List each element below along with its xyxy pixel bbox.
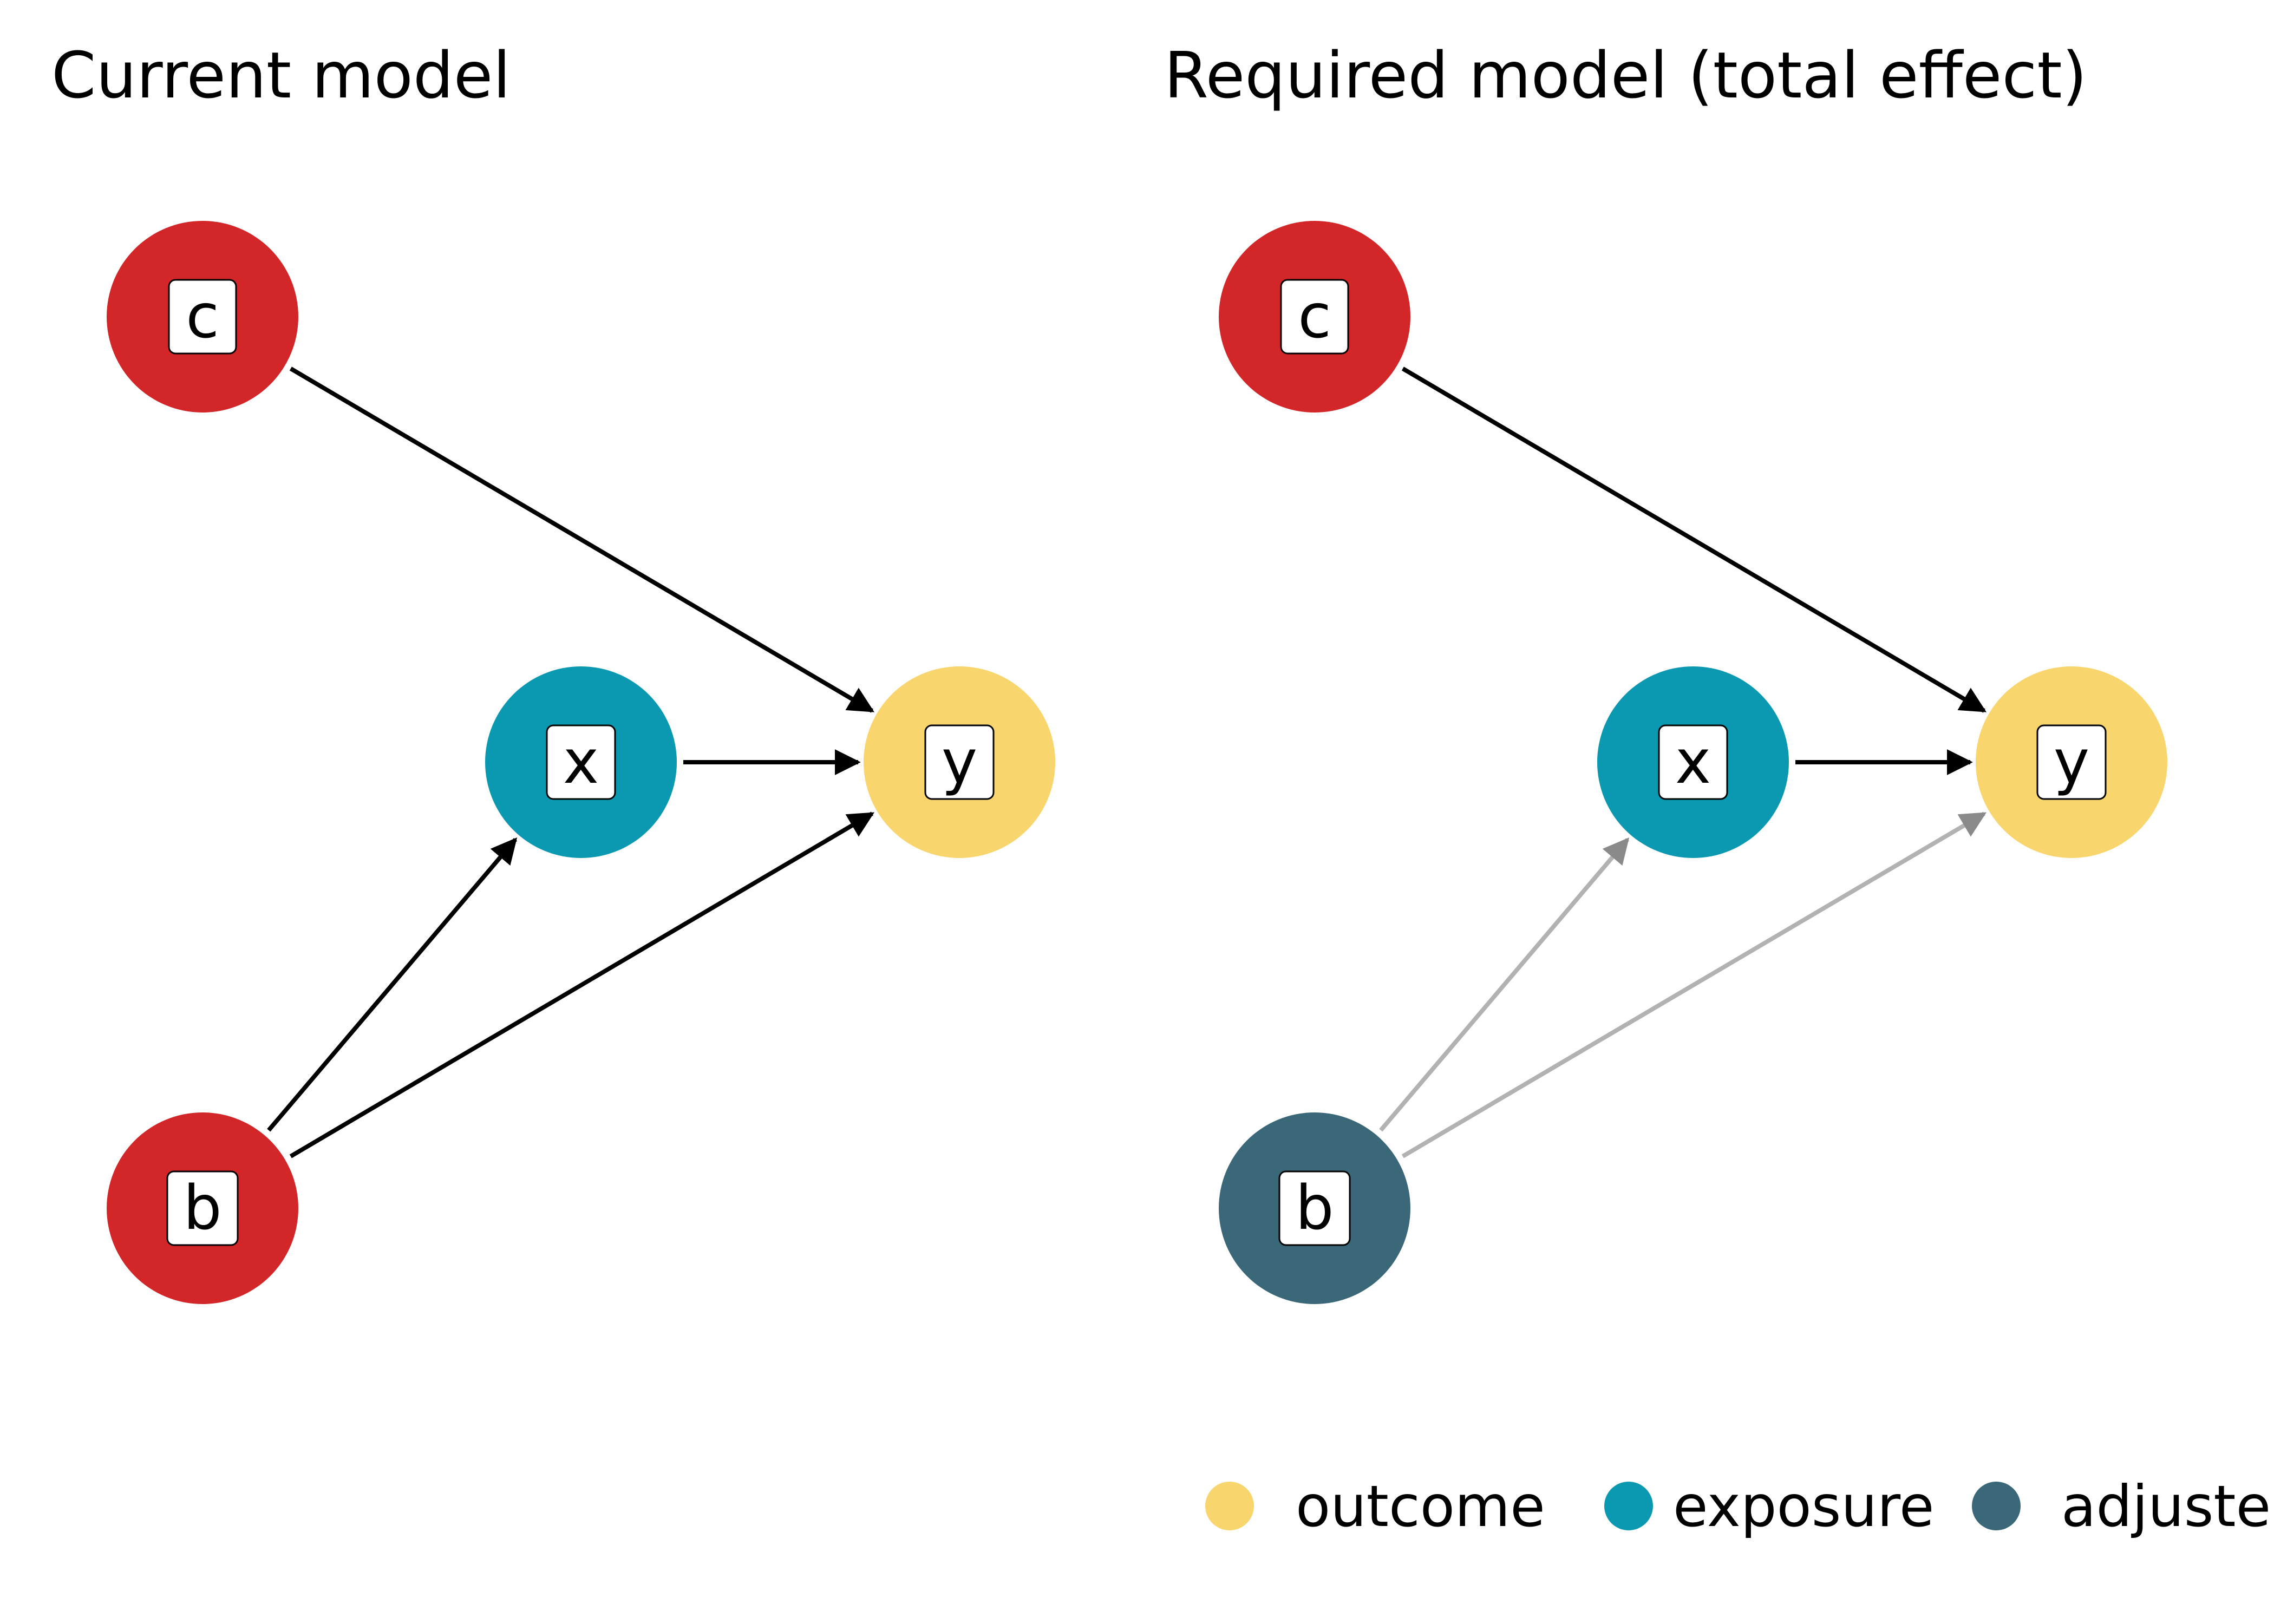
node-label-box-c [168,279,237,355]
node-label-c: c [186,281,219,352]
node-label-box-x [1658,724,1728,800]
edge-b-to-y [1401,811,1987,1158]
panel-required-model: Required model (total effect) c x y b [1164,38,2167,1304]
edge-c-to-y [289,366,874,713]
node-label-y: y [2054,727,2089,797]
nodes-layer-current: c x y b [107,221,1055,1304]
node-b: b [107,1112,298,1304]
legend-swatch-exposure [1604,1482,1653,1530]
edges-layer-required [1379,366,1987,1158]
legend-item-exposure: exposure [1604,1474,1935,1540]
node-label-b: b [1295,1173,1334,1243]
legend: outcome exposure adjusted [1205,1474,2274,1540]
edge-b-to-x [267,837,518,1132]
node-c: c [107,221,298,412]
legend-label-adjusted: adjusted [2061,1474,2274,1540]
node-x: x [485,666,677,858]
nodes-layer-required: c x y b [1219,221,2167,1304]
node-c: c [1219,221,1410,412]
node-label-box-b [166,1170,239,1246]
node-label-x: x [563,727,599,797]
node-label-box-c [1280,279,1349,355]
legend-item-outcome: outcome [1205,1474,1545,1540]
legend-label-outcome: outcome [1296,1474,1545,1540]
node-label-b: b [183,1173,221,1243]
panel-title-current: Current model [51,38,511,113]
legend-item-adjusted: adjusted [1972,1474,2274,1540]
legend-swatch-outcome [1205,1482,1254,1530]
node-x: x [1597,666,1789,858]
edge-b-to-x [1379,837,1630,1132]
legend-label-exposure: exposure [1673,1474,1935,1540]
node-y: y [864,666,1055,858]
node-label-box-y [2036,724,2107,800]
node-label-box-b [1278,1170,1351,1246]
node-label-x: x [1675,727,1711,797]
node-label-y: y [942,727,977,797]
node-label-box-x [546,724,616,800]
node-label-c: c [1298,281,1331,352]
edge-c-to-y [1401,366,1987,713]
edges-layer-current [267,366,875,1158]
edge-b-to-y [289,811,875,1158]
node-y: y [1976,666,2167,858]
legend-swatch-adjusted [1972,1482,2021,1530]
node-b: b [1219,1112,1410,1304]
panel-current-model: Current model c x y b [51,38,1055,1304]
node-label-box-y [924,724,995,800]
panel-title-required: Required model (total effect) [1164,38,2087,113]
